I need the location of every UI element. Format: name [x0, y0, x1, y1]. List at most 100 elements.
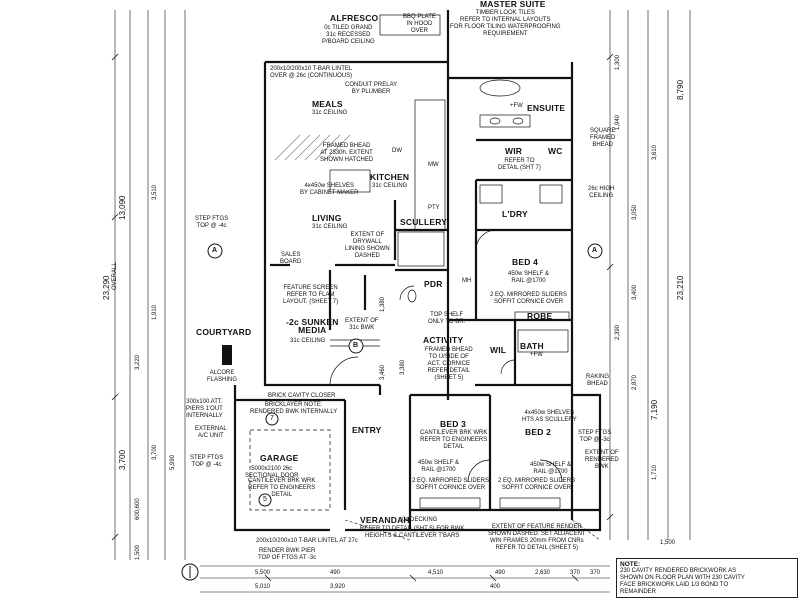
bricklayer-note: BRICKLAYER NOTE: RENDERED BWK INTERNALLY: [250, 402, 338, 415]
ceiling-26-note: 26c HIGH CEILING: [588, 186, 615, 199]
extent-feature-note: EXTENT OF FEATURE RENDER SHOWN DASHED. S…: [488, 524, 586, 551]
room-label-wil: WIL: [490, 345, 507, 355]
timber-tiles-note: TIMBER LOOK TILES REFER TO INTERNAL LAYO…: [450, 10, 561, 37]
left-stack-0: 1,500: [135, 544, 141, 560]
overall-height-dim: 23,290: [102, 275, 111, 300]
room-label-bed4: BED 4: [512, 257, 539, 267]
overall-height-right: 23,210: [676, 275, 685, 300]
drywall-note: EXTENT OF DRYWALL LINING SHOWN DASHED: [345, 232, 390, 259]
section-marker-a-left: [207, 243, 223, 259]
bed4-shelf-note: 450w SHELF & RAIL @1700: [508, 271, 550, 284]
bottom-dim-5: 370: [570, 570, 581, 576]
right-dim-8790: 8,790: [676, 79, 685, 100]
outer-wall: [263, 62, 380, 387]
room-label-garage: GARAGE: [260, 453, 299, 463]
left-stack-4: 1,910: [152, 304, 158, 320]
room-label-kitchen: KITCHEN: [370, 172, 410, 182]
note-title: NOTE:: [620, 561, 641, 568]
callout-5-label: 5: [263, 496, 267, 503]
room-label-meals: MEALS: [312, 99, 343, 109]
room-label-wc: WC: [548, 146, 563, 156]
basin: [489, 117, 501, 125]
right-stack-3: 3,400: [632, 284, 638, 300]
bed3-mirrored-note: 2 EQ. MIRRORED SLIDERS SOFFIT CORNICE OV…: [412, 478, 490, 491]
garage-door-note: 5000x2100 26c SECTIONAL DOOR: [245, 466, 299, 479]
lintel-front-note: 200x10/200x10 T-BAR LINTEL AT 27c: [256, 538, 358, 544]
top-shelf-note: TOP SHELF ONLY TO BR.: [428, 312, 466, 325]
height-dim-2: 1,380: [380, 296, 386, 312]
square-bhead-note: SQUARE FRAMED BHEAD: [590, 128, 616, 148]
section-marker-b: [348, 338, 364, 354]
left-stack-5: 3,220: [135, 354, 141, 370]
room-label-bed3: BED 3: [440, 419, 467, 429]
toilet: [407, 289, 417, 303]
room-label-laundry: L'DRY: [502, 209, 528, 219]
activity-note: FRAMED BHEAD TO U/SIDE OF ACT. CORNICE R…: [425, 347, 473, 381]
bottom-dim-3: 490: [495, 570, 506, 576]
framed-bulkhead-note: FRAMED BHEAD AT 2330h. EXTENT SHOWN HATC…: [320, 143, 374, 163]
right-stack-4: 2,870: [632, 374, 638, 390]
alfresco-ceiling-note: 0c TILED GRAND 31c RECESSED P/BOARD CEIL…: [322, 25, 375, 45]
bath-tub: [479, 79, 521, 97]
outer-wall: [410, 393, 602, 532]
section-b-label: B: [353, 342, 359, 349]
room-label-ensuite: ENSUITE: [527, 103, 566, 113]
room-label-media: -2c SUNKEN MEDIA: [286, 317, 339, 335]
room-label-courtyard: COURTYARD: [196, 327, 252, 337]
room-label-verandah: VERANDAH: [360, 515, 410, 525]
bed2-shelves-note: 4x450w SHELVES HTS AS SCULLERY: [522, 410, 577, 423]
conduit-note: CONDUIT PRELAY BY PLUMBER: [345, 82, 398, 95]
room-label-living: LIVING: [312, 213, 342, 223]
verandah-ref-note: REFER TO DETAIL (SHT 5) FOR BWK HEIGHTS …: [360, 526, 465, 539]
right-stack-2: 3,050: [632, 204, 638, 220]
robe-bed4: [514, 311, 570, 321]
media-ceiling-note: 31c CEILING: [290, 338, 326, 344]
bath-fixture: [517, 329, 569, 353]
room-label-alfresco: ALFRESCO: [330, 13, 379, 23]
pantry-label: PTY: [428, 205, 440, 211]
left-stack-6: 3,700: [152, 444, 158, 460]
bottom-dim-0: 5,500: [255, 570, 271, 576]
lintel-top-note: 200x10/200x10 T-BAR LINTEL OVER @ 26c (C…: [270, 66, 353, 79]
note-text: 230 CAVITY RENDERED BRICKWORK AS SHOWN O…: [620, 568, 745, 595]
section-a-right-label: A: [592, 247, 598, 254]
washer: [539, 184, 563, 204]
dw-label: DW: [392, 148, 402, 154]
room-label-scullery: SCULLERY: [400, 217, 448, 227]
meals-ceiling-note: 31c CEILING: [312, 110, 348, 116]
alcore-note: ALCORE FLASHING: [207, 370, 238, 383]
bottom-dim-6: 370: [590, 570, 601, 576]
kitchen-ceiling-note: 31c CEILING: [372, 183, 408, 189]
height-dim-0: 3,460: [380, 364, 386, 380]
left-stack-3: 5,990: [170, 454, 176, 470]
height-dim-1: 3,380: [400, 359, 406, 375]
brick-closer-note: BRICK CAVITY CLOSER: [268, 393, 336, 399]
bed3-shelf-note: 450w SHELF & RAIL @1700: [418, 460, 460, 473]
bed4-mirrored-note: 2 EQ. MIRRORED SLIDERS SOFFIT CORNICE OV…: [490, 292, 568, 305]
wir-note: REFER TO DETAIL (SHT 7): [498, 158, 541, 171]
section-marker-a-right: [587, 243, 603, 259]
sunken-note: EXTENT OF 31c BWK: [345, 318, 379, 331]
overall-height-sub: OVERALL: [112, 262, 118, 290]
pier-note: 300x100 ATT. PIERS 1'OUT INTERNALLY: [186, 399, 223, 419]
scullery-bench: [397, 231, 445, 267]
section-markers: [207, 243, 603, 507]
room-label-pdr: PDR: [424, 279, 443, 289]
room-label-bath: BATH: [520, 341, 544, 351]
right-stack-0: 1,300: [615, 54, 621, 70]
room-label-wir: WIR: [505, 146, 523, 156]
bed2-shelf-note: 450w SHELF & RAIL @1700: [530, 462, 572, 475]
step-ftgs-left: STEP FTGS TOP @ -4c: [195, 216, 229, 229]
sales-board-note: SALES BOARD: [280, 252, 302, 265]
feature-screen-note: FEATURE SCREEN REFER TO FLAM LAYOUT. (SH…: [283, 285, 339, 305]
section-a-left-label: A: [212, 247, 218, 254]
room-label-bed2: BED 2: [525, 427, 552, 437]
bottom-dim-2: 4,510: [428, 570, 444, 576]
callout-7-label: 7: [270, 415, 274, 422]
raking-bhead-note: RAKING BHEAD: [586, 374, 610, 387]
left-dim-3700: 3,700: [118, 449, 127, 470]
room-label-robe: ROBE: [527, 311, 553, 321]
room-label-activity: ACTIVITY: [423, 335, 464, 345]
right-stack-6: 1,710: [652, 464, 658, 480]
